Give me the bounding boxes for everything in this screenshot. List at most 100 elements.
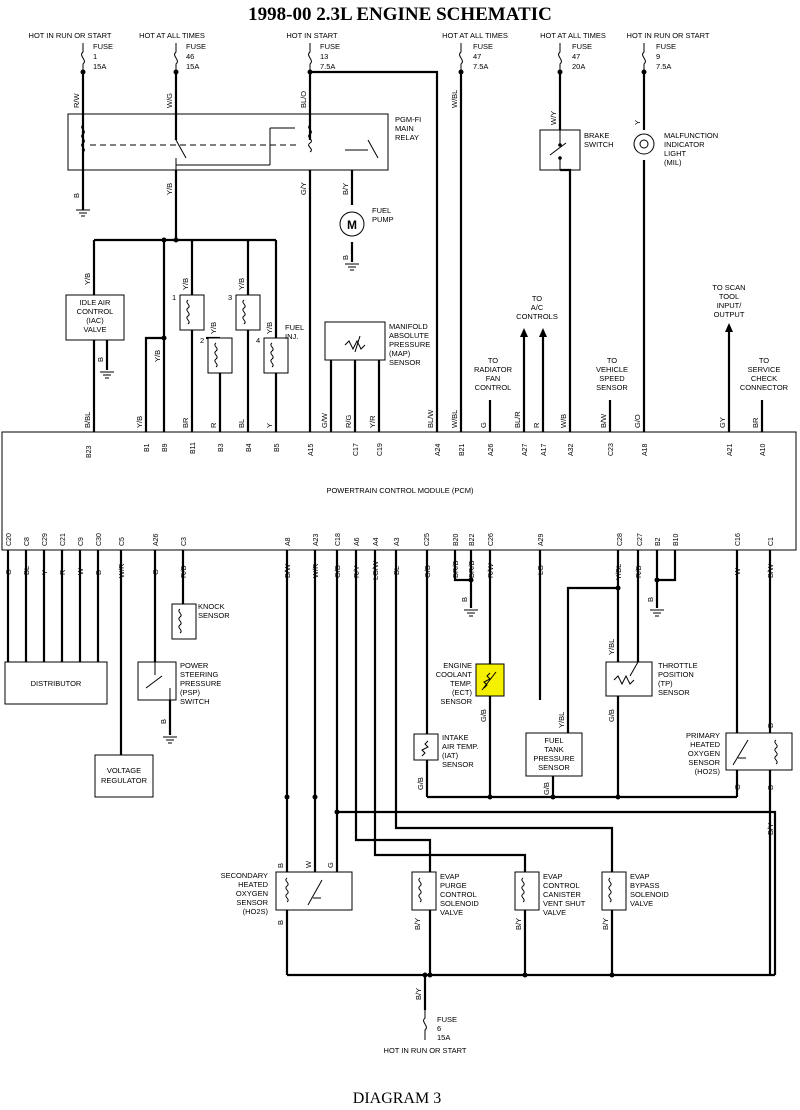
evap-purge-label-3: CONTROL: [440, 890, 477, 899]
tp-label-3: (TP): [658, 679, 673, 688]
wire-c3-label: R/B: [179, 565, 188, 578]
wire-sh-w-label: W: [304, 860, 313, 868]
evap-vent-label-2: CONTROL: [543, 881, 580, 890]
fuse-47b-number: 47: [572, 52, 580, 61]
pin-b21: B21: [459, 443, 466, 456]
wire-bl-label: BL: [237, 419, 246, 428]
fuse-13-amps: 7.5A: [320, 62, 335, 71]
wire-go-label: G/O: [633, 414, 642, 428]
ground-label-b20: B: [460, 597, 469, 602]
ect-label-5: SENSOR: [440, 697, 472, 706]
mil-label-3: LIGHT: [664, 149, 687, 158]
pin-c18: C18: [335, 533, 342, 546]
to-ac-2: A/C: [531, 303, 544, 312]
ground-icon: [100, 371, 114, 379]
wire-yb-label: Y/B: [165, 183, 174, 195]
wire-ect-gb-label: G/B: [479, 709, 488, 722]
fuse-9: HOT IN RUN OR START FUSE 9 7.5A: [627, 31, 710, 72]
ground-icon: [76, 209, 90, 217]
bottom-fuse-hot-label: HOT IN RUN OR START: [384, 1046, 467, 1055]
secondary-ho2s-label-2: HEATED: [238, 880, 268, 889]
wire-bw-vss-label: B/W: [599, 413, 608, 428]
wire-c5-label: W/R: [117, 563, 126, 578]
iac-label-2: CONTROL: [77, 307, 114, 316]
distributor-label: DISTRIBUTOR: [31, 679, 82, 688]
evap-vent-label-5: VALVE: [543, 908, 566, 917]
relay-outputs: [94, 170, 354, 432]
evap-vent-label-3: CANISTER: [543, 890, 582, 899]
ground-label-relay: B: [72, 193, 81, 198]
secondary-ho2s-label-5: (HO2S): [243, 907, 269, 916]
bottom-fuse-amps: 15A: [437, 1033, 450, 1042]
fuse-1-number: 1: [93, 52, 97, 61]
iat-label-4: SENSOR: [442, 760, 474, 769]
ftp-label-2: TANK: [544, 745, 563, 754]
wire-c27-label: R/B: [634, 565, 643, 578]
to-vss-4: SENSOR: [596, 383, 628, 392]
fuse-13-number: 13: [320, 52, 328, 61]
fuse-9-number: 9: [656, 52, 660, 61]
pin-b5: B5: [274, 443, 281, 452]
fuse-47b-amps: 20A: [572, 62, 585, 71]
injector-feed-wiring: [92, 240, 278, 432]
pin-b20: B20: [453, 533, 460, 546]
pin-c26: C26: [488, 533, 495, 546]
mil-lamp-icon: [633, 133, 655, 155]
ground-icon: [464, 609, 478, 617]
fuel-pump-motor: M: [339, 211, 365, 237]
fuel-tank-pressure-sensor: [525, 732, 583, 777]
fuel-injector-4: [263, 337, 289, 374]
secondary-ho2s: [275, 871, 353, 911]
evap-purge-valve: [411, 871, 437, 911]
to-svc-2: SERVICE: [748, 365, 781, 374]
wire-bypass-by-label: B/Y: [601, 918, 610, 930]
pin-b23: B23: [86, 445, 93, 458]
wire-rw-label: R/W: [72, 93, 81, 109]
wire-a26b-label: G: [151, 569, 160, 575]
map-label-4: (MAP): [389, 349, 411, 358]
wire-tp-ybl-label: Y/BL: [607, 639, 616, 655]
to-scan-2: TOOL: [719, 292, 739, 301]
pin-c9: C9: [78, 537, 85, 546]
fuse-47-b: HOT AT ALL TIMES FUSE 47 20A: [540, 31, 606, 72]
signal-arrows: [488, 323, 764, 432]
wire-wbl-lower-label: W/BL: [450, 410, 459, 428]
ground-label-pump: B: [341, 255, 350, 260]
mil-label-4: (MIL): [664, 158, 682, 167]
ect-label-3: TEMP.: [450, 679, 472, 688]
brake-switch-label-2: SWITCH: [584, 140, 614, 149]
wire-b20-label: BR/B: [451, 560, 460, 578]
to-scan-4: OUTPUT: [714, 310, 745, 319]
voltage-regulator: [94, 754, 154, 798]
map-label-3: PRESSURE: [389, 340, 430, 349]
ect-label-2: COOLANT: [436, 670, 473, 679]
ftp-label-3: PRESSURE: [533, 754, 574, 763]
fuse-13-label: FUSE: [320, 42, 340, 51]
evap-purge-label-5: VALVE: [440, 908, 463, 917]
knock-label-1: KNOCK: [198, 602, 225, 611]
psp-label-5: SWITCH: [180, 697, 210, 706]
wire-wbl-label: W/BL: [450, 90, 459, 108]
pin-a26-top: A26: [488, 443, 495, 456]
to-ac-3: CONTROLS: [516, 312, 558, 321]
wire-y-inj-label: Y: [265, 423, 274, 428]
fuse-46-hot-label: HOT AT ALL TIMES: [139, 31, 205, 40]
injector-3-number: 3: [228, 293, 232, 302]
pin-c30: C30: [96, 533, 103, 546]
fuse-1-symbol: [81, 43, 85, 72]
pin-b10: B10: [673, 533, 680, 546]
evap-bypass-valve: [601, 871, 627, 911]
fuel-pump-label-2: PUMP: [372, 215, 394, 224]
to-vss-3: SPEED: [599, 374, 625, 383]
wire-c20-label: G: [4, 569, 13, 575]
wire-br-label: BR: [181, 417, 190, 428]
wire-yb-inj1-label: Y/B: [181, 278, 190, 290]
iat-label-1: INTAKE: [442, 733, 469, 742]
fuse-46-label: FUSE: [186, 42, 206, 51]
wire-ho2s-g-label: G: [733, 784, 742, 790]
iat-sensor: [413, 733, 439, 761]
pin-c23: C23: [608, 443, 615, 456]
iac-label-4: VALVE: [83, 325, 106, 334]
fuse-13-symbol: [308, 43, 312, 72]
pin-a32: A32: [568, 443, 575, 456]
